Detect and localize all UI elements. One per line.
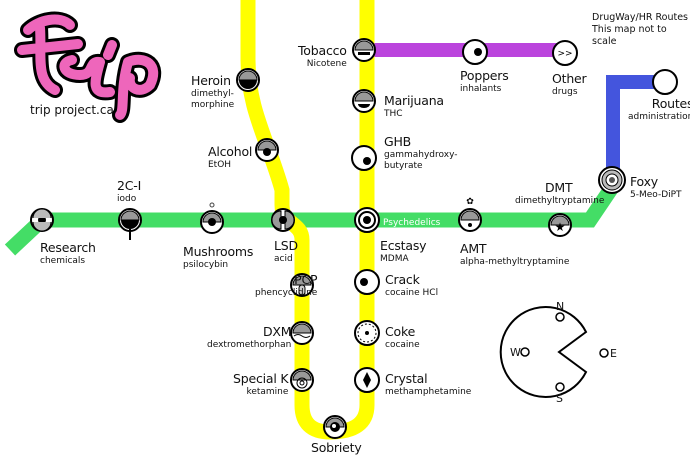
svg-text:★: ★ (555, 220, 566, 234)
station-crack[interactable] (354, 269, 380, 295)
station-mushrooms[interactable] (200, 202, 224, 234)
line-label-psychedelics: Psychedelics (383, 218, 441, 228)
blue-line (606, 75, 660, 180)
station-crystal[interactable] (354, 367, 380, 393)
note-title: DrugWay/HR Routes (592, 12, 688, 23)
station-other[interactable]: >> (552, 40, 578, 66)
station-ghb[interactable] (351, 145, 377, 171)
map-note: DrugWay/HR Routes This map not to scale (592, 12, 690, 48)
station-ecstasy[interactable] (354, 207, 380, 233)
station-lsd[interactable] (271, 208, 295, 232)
station-2ci[interactable] (118, 208, 142, 240)
station-pcp[interactable] (290, 273, 314, 297)
station-dxm[interactable] (290, 321, 314, 345)
green-line (4, 178, 622, 256)
label-sobriety: Sobriety (311, 440, 362, 455)
double-chevron-icon: >> (557, 49, 572, 59)
svg-text:✿: ✿ (466, 197, 474, 207)
station-foxy[interactable] (598, 166, 626, 194)
station-research[interactable] (30, 208, 54, 232)
station-alcohol[interactable] (255, 138, 279, 162)
compass-w: W (510, 346, 521, 359)
station-specialk[interactable] (290, 368, 314, 392)
note-scale: This map not to scale (592, 24, 667, 47)
compass-n: N (556, 300, 565, 313)
station-routes[interactable] (652, 69, 678, 95)
station-tobacco[interactable] (352, 38, 376, 62)
compass-e: E (610, 347, 617, 360)
compass (499, 306, 609, 398)
station-marijuana[interactable] (352, 89, 376, 113)
compass-s: S (556, 392, 563, 405)
station-dmt[interactable]: ★ (548, 213, 572, 237)
station-heroin[interactable] (236, 68, 260, 92)
station-sobriety[interactable] (323, 415, 347, 439)
trip-logo[interactable] (14, 11, 162, 123)
station-poppers[interactable] (462, 39, 488, 65)
logo-url[interactable]: trip project.ca (30, 103, 114, 117)
station-amt[interactable]: ✿ (458, 197, 482, 232)
station-coke[interactable] (354, 320, 380, 346)
